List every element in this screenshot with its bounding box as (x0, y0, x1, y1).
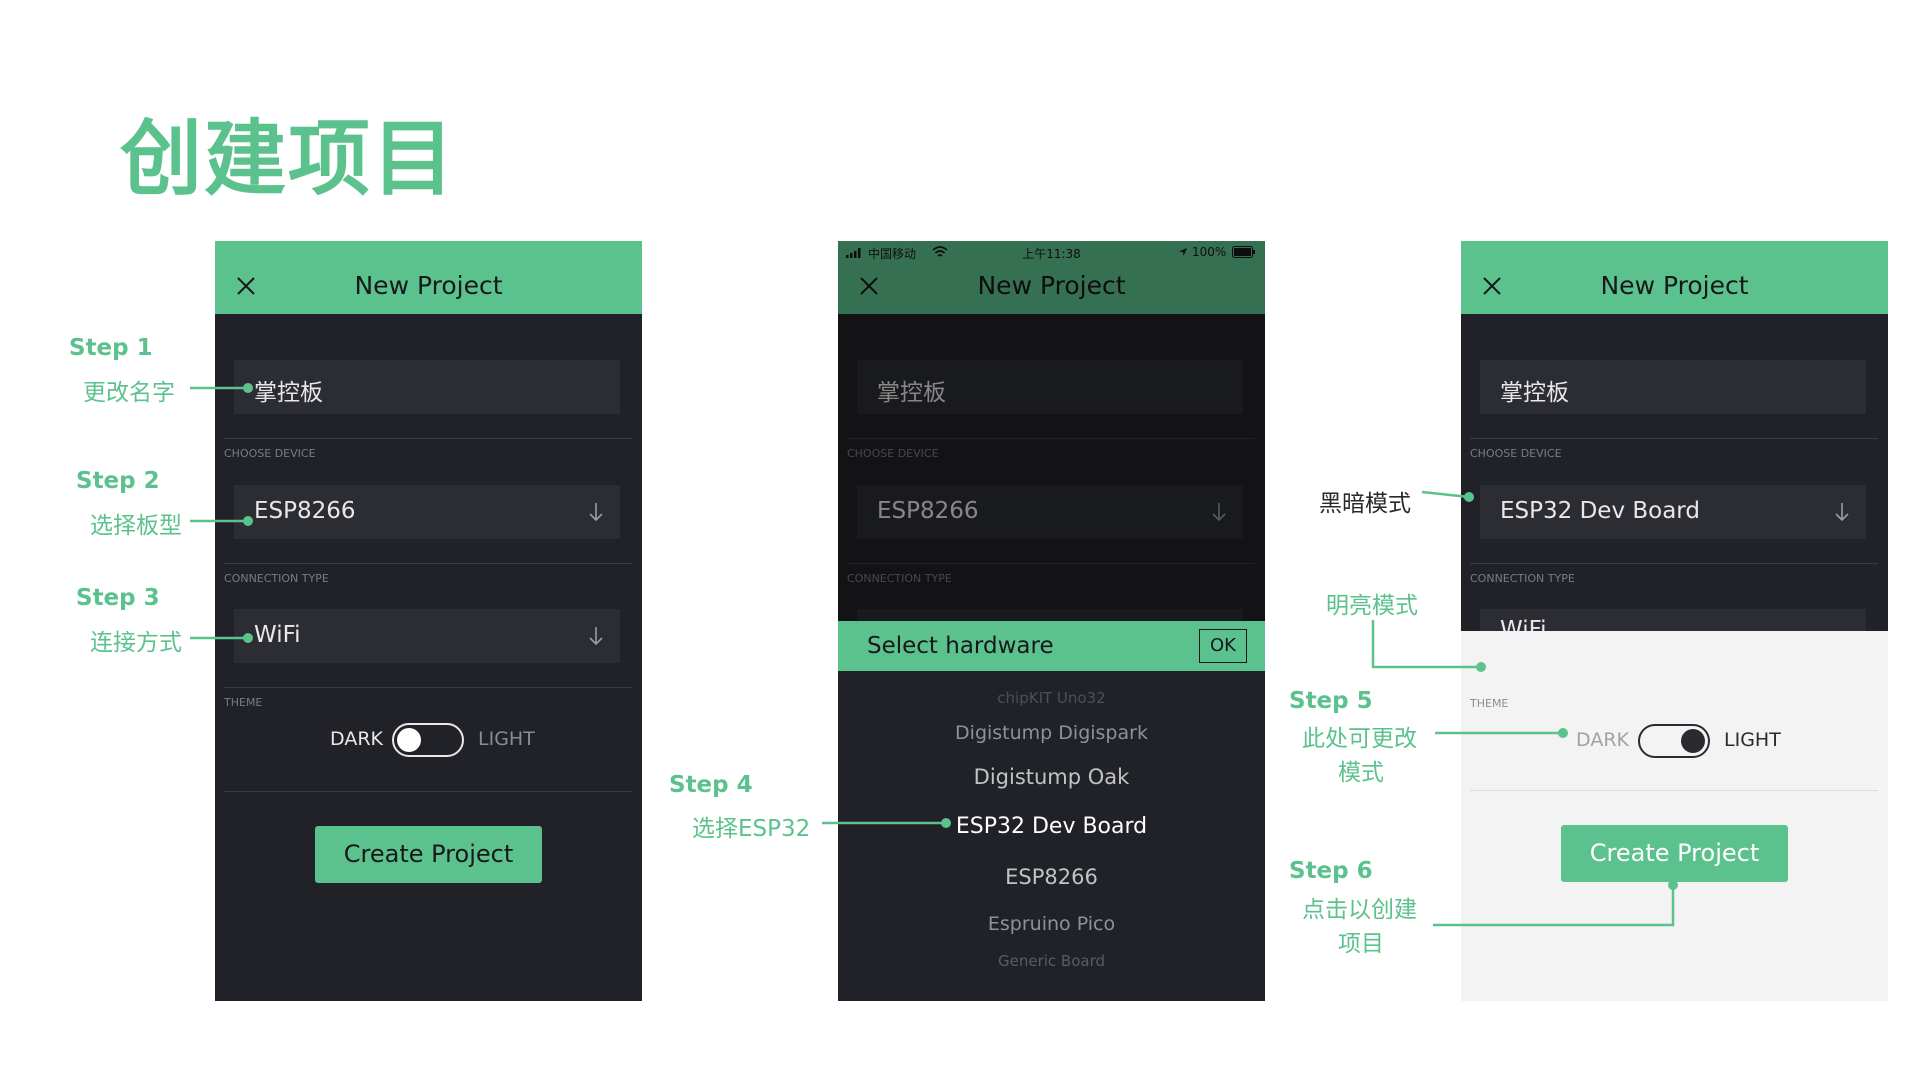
divider (224, 687, 632, 688)
hardware-picker-list[interactable]: chipKIT Uno32 Digistump Digispark Digist… (838, 671, 1265, 1001)
phone-screen-hardware-picker: 中国移动 上午11:38 100% New Project 掌控板 CHOOSE… (838, 241, 1265, 1001)
picker-item[interactable]: Digistump Digispark (955, 722, 1148, 744)
app-header: New Project (215, 241, 642, 314)
device-value: ESP8266 (254, 498, 356, 524)
light-label: LIGHT (478, 728, 535, 750)
connection-type-label: CONNECTION TYPE (847, 572, 952, 585)
time-label: 上午11:38 (1022, 247, 1081, 261)
choose-device-label: CHOOSE DEVICE (1470, 447, 1562, 460)
status-bar: 中国移动 上午11:38 100% (838, 241, 1265, 263)
light-mode-label: 明亮模式 (1326, 593, 1418, 619)
choose-device-label: CHOOSE DEVICE (847, 447, 939, 460)
project-name-value: 掌控板 (1500, 380, 1569, 406)
connection-type-label: CONNECTION TYPE (1470, 572, 1575, 585)
project-name-input[interactable]: 掌控板 (1480, 360, 1866, 414)
project-name-input[interactable]: 掌控板 (234, 360, 620, 414)
modal-overlay (838, 241, 1265, 621)
picker-item[interactable]: Espruino Pico (987, 913, 1116, 935)
dark-label: DARK (1576, 729, 1629, 751)
arrow-down-icon (1212, 503, 1226, 522)
step2-text: 选择板型 (90, 513, 182, 539)
picker-item[interactable]: ESP8266 (1005, 865, 1098, 889)
picker-header: Select hardware OK (838, 621, 1265, 671)
step5-text: 此处可更改 (1302, 726, 1417, 752)
battery-label: 100% (1192, 245, 1227, 259)
step3-text: 连接方式 (90, 630, 182, 656)
close-icon[interactable] (235, 275, 257, 297)
theme-toggle[interactable] (392, 723, 464, 757)
device-select[interactable]: ESP8266 (857, 485, 1243, 539)
theme-label: THEME (224, 696, 263, 709)
connection-value: WiFi (254, 622, 301, 648)
app-header: 中国移动 上午11:38 100% New Project (838, 241, 1265, 314)
arrow-down-icon (589, 627, 603, 646)
step6-label: Step 6 (1289, 858, 1373, 884)
theme-toggle[interactable] (1638, 724, 1710, 758)
device-value: ESP32 Dev Board (1500, 498, 1700, 524)
picker-item-selected[interactable]: ESP32 Dev Board (955, 814, 1148, 839)
phone-screen-dark-form: New Project 掌控板 CHOOSE DEVICE ESP8266 CO… (215, 241, 642, 1001)
picker-item[interactable]: Digistump Oak (973, 765, 1130, 789)
location-icon (1179, 248, 1187, 256)
wifi-icon (932, 246, 948, 257)
arrow-down-icon (1835, 503, 1849, 522)
light-label: LIGHT (1724, 729, 1781, 751)
divider (1470, 563, 1878, 564)
picker-item[interactable]: Generic Board (997, 952, 1106, 970)
divider (224, 791, 632, 792)
divider (847, 563, 1255, 564)
divider (1470, 790, 1878, 791)
header-title: New Project (1600, 271, 1749, 300)
divider (1470, 438, 1878, 439)
header-title: New Project (977, 271, 1126, 300)
phone-screen-light-mode: New Project 掌控板 CHOOSE DEVICE ESP32 Dev … (1461, 241, 1888, 1001)
connection-type-label: CONNECTION TYPE (224, 572, 329, 585)
device-select[interactable]: ESP8266 (234, 485, 620, 539)
device-select[interactable]: ESP32 Dev Board (1480, 485, 1866, 539)
connection-select[interactable]: WiFi (234, 609, 620, 663)
project-name-value: 掌控板 (877, 380, 946, 406)
project-name-input[interactable]: 掌控板 (857, 360, 1243, 414)
close-icon[interactable] (858, 275, 880, 297)
dark-label: DARK (330, 728, 383, 750)
divider (224, 563, 632, 564)
close-icon[interactable] (1481, 275, 1503, 297)
step2-label: Step 2 (76, 468, 160, 494)
toggle-knob (1681, 729, 1705, 753)
light-theme-area: THEME DARK LIGHT Create Project (1461, 631, 1888, 1001)
device-value: ESP8266 (877, 498, 979, 524)
signal-icon (846, 248, 861, 258)
carrier-label: 中国移动 (868, 247, 917, 261)
battery-icon (1232, 246, 1255, 258)
choose-device-label: CHOOSE DEVICE (224, 447, 316, 460)
step1-label: Step 1 (69, 335, 153, 361)
connection-select[interactable] (857, 609, 1243, 621)
picker-item[interactable]: chipKIT Uno32 (997, 689, 1106, 707)
app-header: New Project (1461, 241, 1888, 314)
theme-row: DARK LIGHT (1461, 721, 1888, 761)
dark-mode-label: 黑暗模式 (1319, 491, 1411, 517)
create-project-button[interactable]: Create Project (315, 826, 542, 883)
create-project-button[interactable]: Create Project (1561, 825, 1788, 882)
arrow-down-icon (589, 503, 603, 522)
step5-text-2: 模式 (1338, 760, 1384, 786)
step4-label: Step 4 (669, 772, 753, 798)
step1-text: 更改名字 (83, 380, 175, 406)
page-title: 创建项目 (120, 112, 457, 207)
divider (224, 438, 632, 439)
ok-button[interactable]: OK (1199, 629, 1247, 663)
step5-label: Step 5 (1289, 688, 1373, 714)
project-name-value: 掌控板 (254, 380, 323, 406)
step4-text: 选择ESP32 (692, 816, 811, 842)
divider (847, 438, 1255, 439)
theme-label: THEME (1470, 697, 1509, 710)
step6-text-2: 项目 (1338, 931, 1384, 957)
theme-row: DARK LIGHT (215, 720, 642, 760)
picker-title: Select hardware (867, 633, 1054, 659)
step3-label: Step 3 (76, 585, 160, 611)
step6-text: 点击以创建 (1302, 897, 1417, 923)
header-title: New Project (354, 271, 503, 300)
toggle-knob (397, 728, 421, 752)
